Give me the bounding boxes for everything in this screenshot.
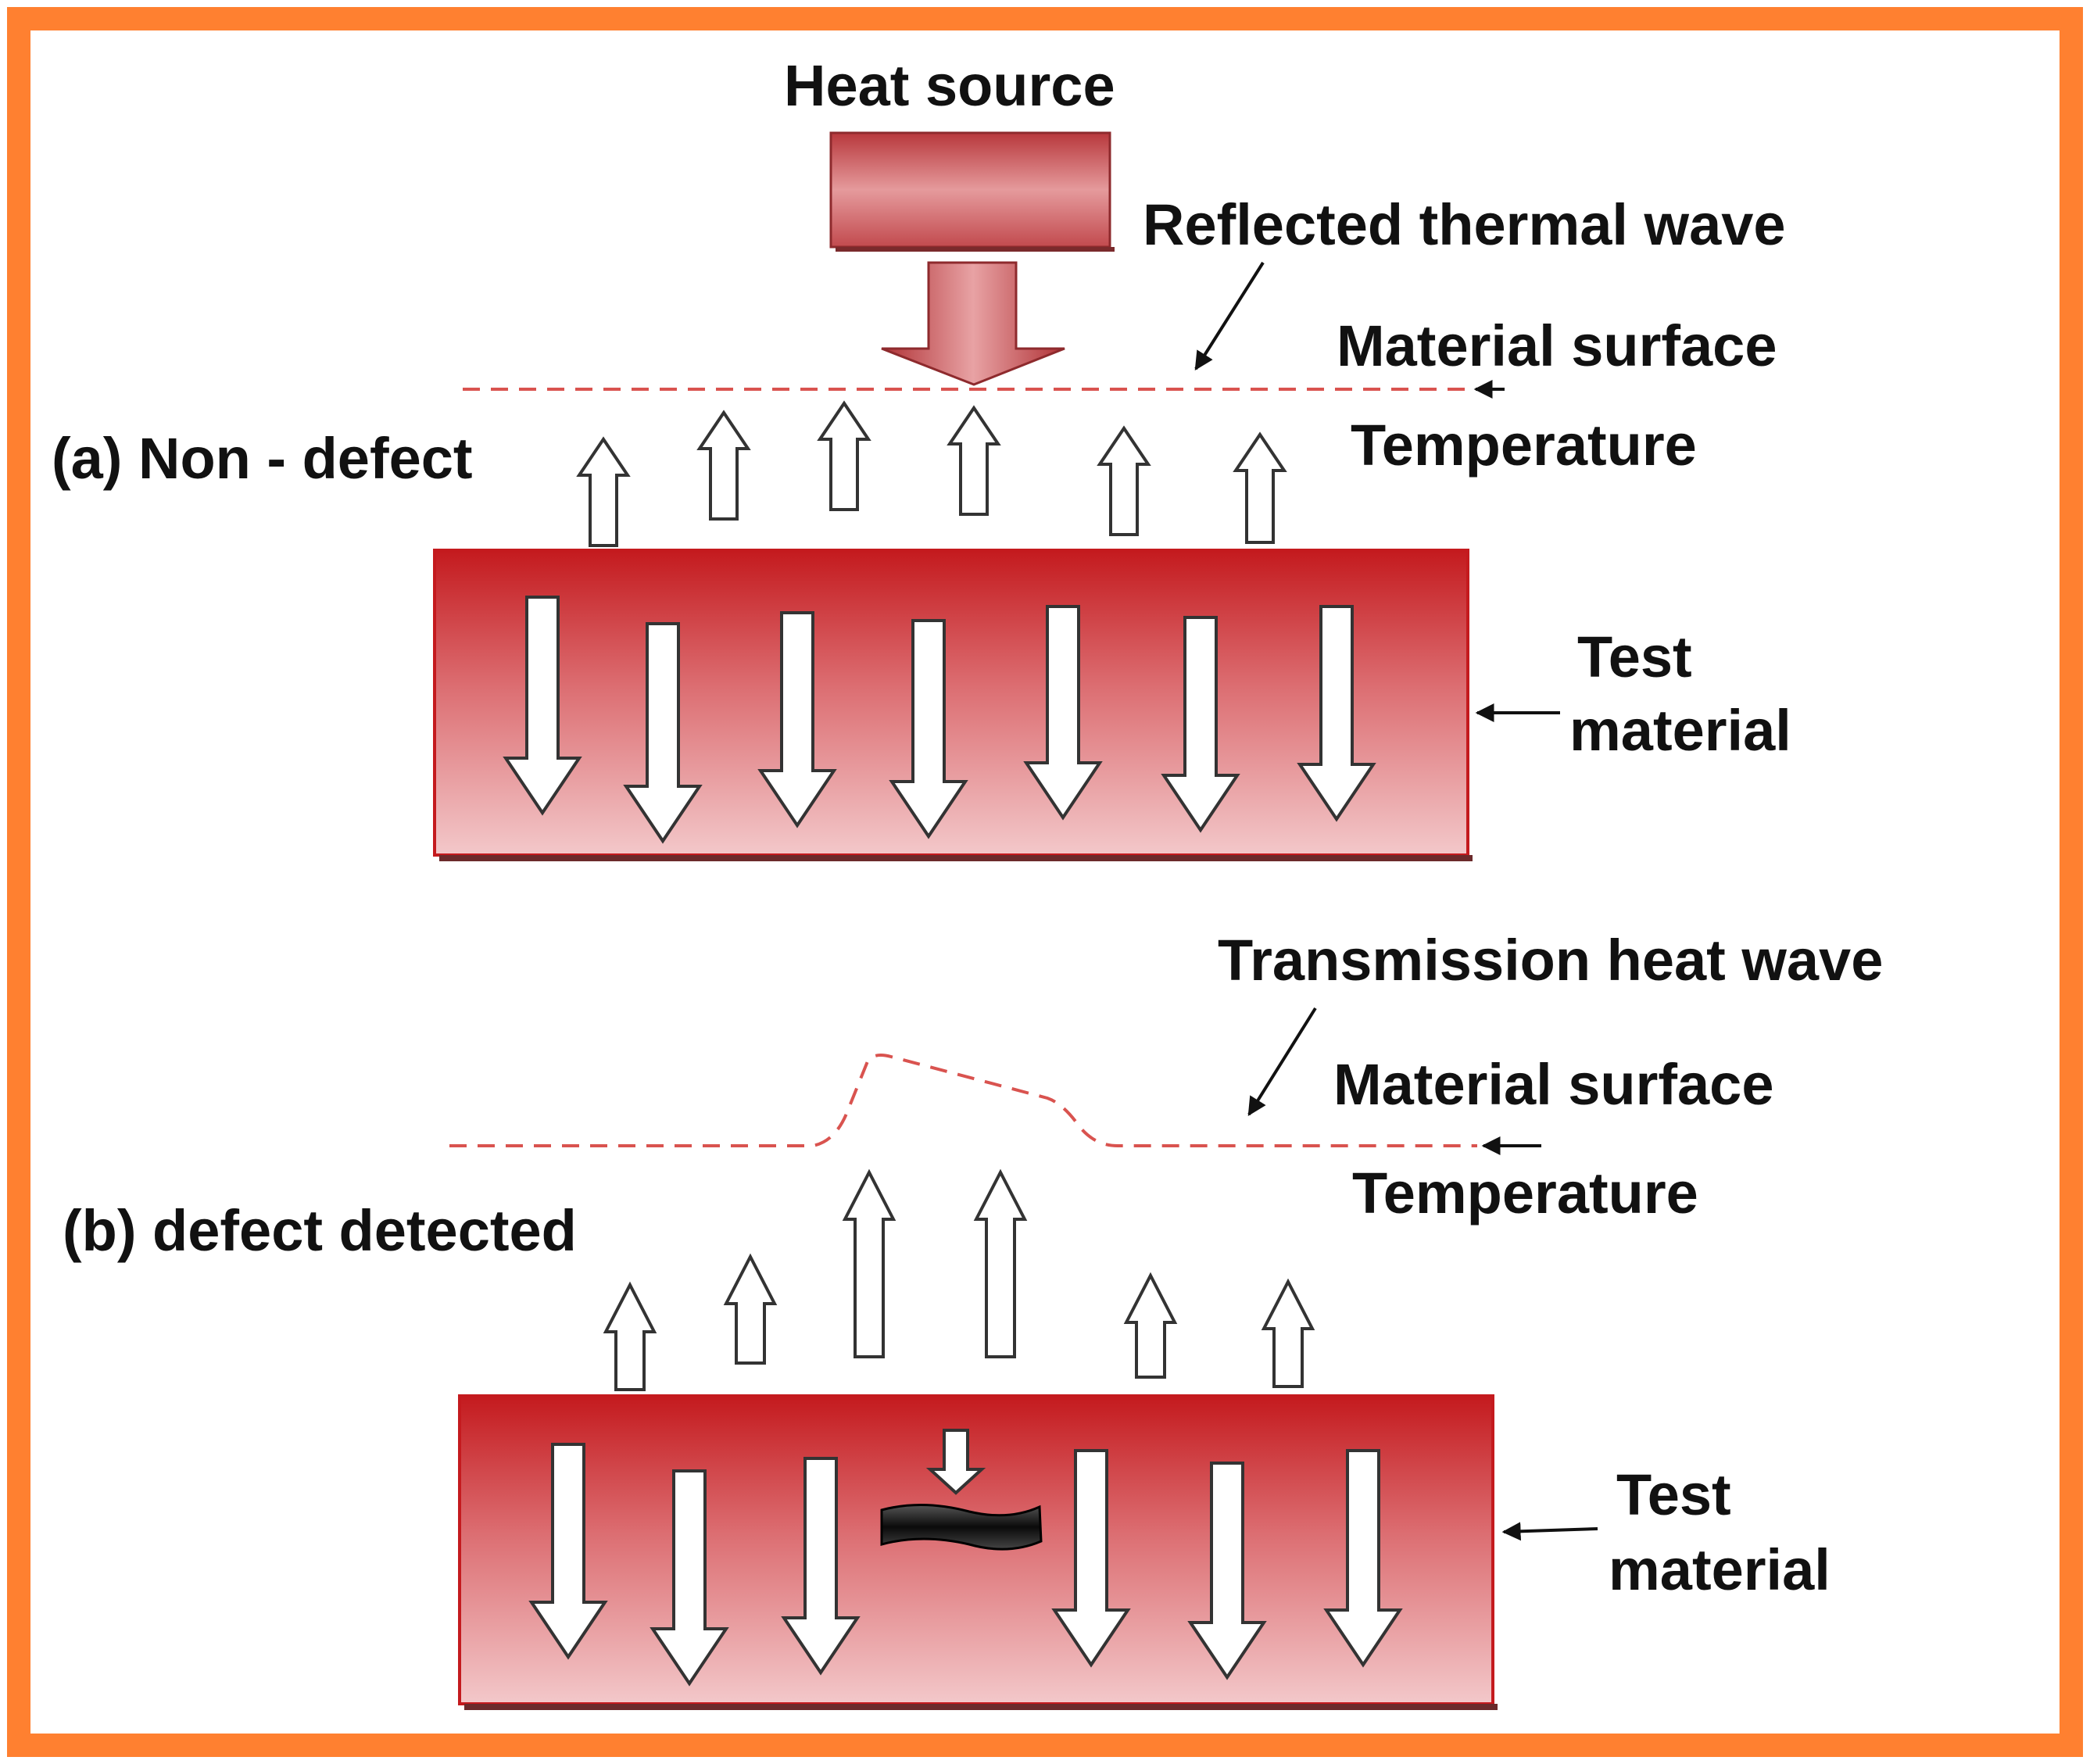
material-surface-label-b: Material surface xyxy=(1333,1052,1774,1117)
up-arrow-b-3 xyxy=(842,1168,896,1358)
heat-input-arrow xyxy=(881,261,1065,386)
reflected-wave-pointer xyxy=(1194,261,1265,371)
down-arrow-b-3 xyxy=(781,1457,861,1676)
down-arrow-b-1 xyxy=(528,1443,608,1660)
down-arrow-b-5 xyxy=(1187,1462,1267,1680)
orange-frame xyxy=(7,7,2083,1757)
heat-source-block xyxy=(829,131,1111,249)
panel-a-title: (a) Non - defect xyxy=(52,426,473,491)
up-arrow-b-4 xyxy=(973,1168,1028,1358)
down-arrow-b-2 xyxy=(650,1469,729,1687)
transmission-wave-pointer xyxy=(1247,1007,1317,1117)
down-arrow-b-6 xyxy=(1323,1449,1403,1668)
test-material-label-a-line1: Test xyxy=(1577,624,1692,689)
reflected-wave-label: Reflected thermal wave xyxy=(1143,192,1786,257)
down-arrows-a xyxy=(503,596,1376,844)
test-material-block-b xyxy=(458,1394,1494,1705)
up-arrow-b-6 xyxy=(1261,1278,1315,1388)
up-arrow-a-1 xyxy=(576,436,631,547)
panel-b: Transmission heat wave Material surface … xyxy=(63,928,1883,1710)
test-material-label-b-line1: Test xyxy=(1616,1462,1731,1527)
down-arrow-a-7 xyxy=(1297,605,1376,822)
heat-source-shadow xyxy=(836,247,1115,252)
up-arrows-b xyxy=(603,1168,1315,1391)
down-arrow-a-5 xyxy=(1023,605,1103,821)
down-arrow-a-3 xyxy=(757,611,837,828)
test-material-label-b-line2: material xyxy=(1609,1537,1831,1602)
down-arrows-b xyxy=(528,1443,1403,1687)
up-arrow-a-2 xyxy=(696,410,751,521)
up-arrow-a-4 xyxy=(947,405,1001,516)
material-surface-line-b xyxy=(449,1054,1477,1147)
heat-source-label: Heat source xyxy=(784,53,1115,118)
test-material-shadow-b xyxy=(464,1704,1498,1710)
down-arrow-b-4 xyxy=(1051,1449,1131,1668)
up-arrows-a xyxy=(576,400,1287,547)
down-arrow-a-6 xyxy=(1161,616,1240,833)
up-arrow-b-5 xyxy=(1123,1272,1178,1379)
defect-small-arrow xyxy=(925,1429,986,1495)
up-arrow-a-3 xyxy=(817,400,871,511)
test-material-block-a xyxy=(433,549,1469,857)
down-arrow-a-4 xyxy=(889,619,968,839)
down-arrow-a-2 xyxy=(623,622,703,844)
transmission-wave-label: Transmission heat wave xyxy=(1218,928,1883,993)
up-arrow-a-5 xyxy=(1097,425,1151,536)
down-arrow-a-1 xyxy=(503,596,582,816)
up-arrow-a-6 xyxy=(1233,431,1287,544)
temperature-label-a: Temperature xyxy=(1351,413,1697,478)
material-surface-label-a: Material surface xyxy=(1337,313,1777,378)
test-material-pointer-b xyxy=(1501,1522,1598,1541)
up-arrow-b-1 xyxy=(603,1281,657,1391)
panel-a: Heat source Reflected thermal wave Mater… xyxy=(52,53,1791,861)
defect-crack xyxy=(880,1503,1043,1551)
test-material-shadow-a xyxy=(439,855,1473,861)
test-material-label-a-line2: material xyxy=(1569,698,1791,763)
temperature-label-b: Temperature xyxy=(1352,1161,1698,1225)
panel-b-title: (b) defect detected xyxy=(63,1198,577,1263)
up-arrow-b-2 xyxy=(723,1253,778,1365)
